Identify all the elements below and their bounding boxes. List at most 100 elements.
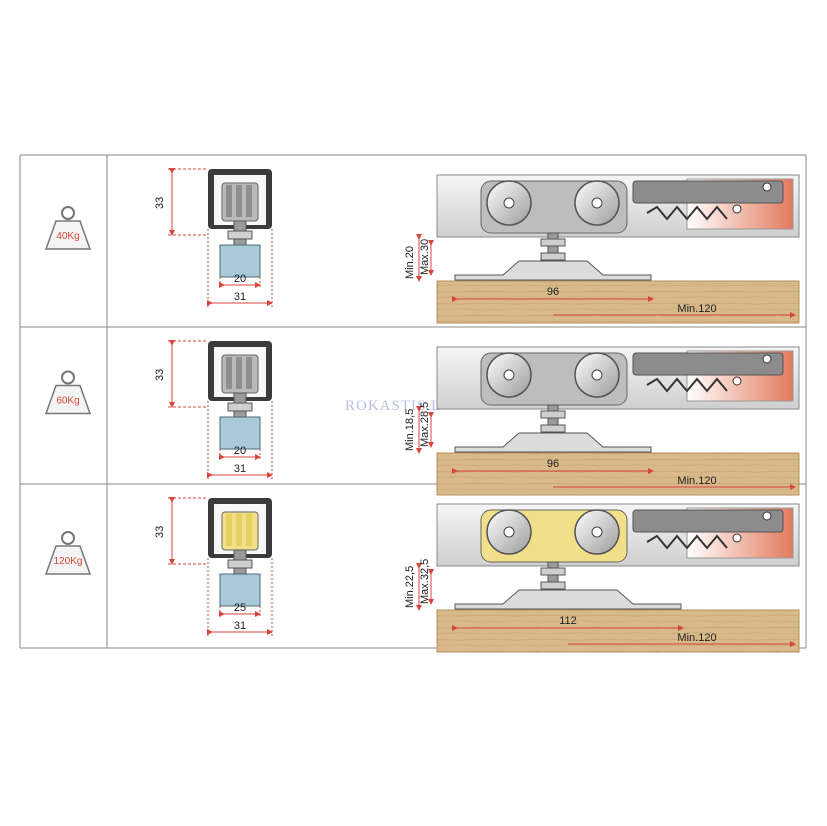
weight-ring [61, 370, 75, 385]
damper-pin [732, 376, 742, 386]
weight-icon: 40Kg [44, 206, 92, 250]
width-dimension [207, 229, 273, 307]
damper-pin [762, 182, 772, 192]
height-dimension [168, 497, 208, 565]
width-dimension [207, 401, 273, 479]
weight-label: 40Kg [56, 231, 79, 242]
max-gap-label: Max.30 [419, 239, 431, 275]
height-dimension [168, 168, 208, 236]
length-dimension [452, 625, 796, 647]
damper-pin [762, 511, 772, 521]
weight-icon: 120Kg [44, 531, 92, 575]
gap-dimension [416, 563, 434, 611]
bolt-nut [540, 424, 566, 433]
door-panel [436, 452, 800, 496]
door-panel [436, 280, 800, 324]
weight-icon: 60Kg [44, 370, 92, 415]
plate-length-label: 112 [559, 615, 577, 627]
wheel-hub [591, 369, 603, 381]
carriage-slot [226, 185, 232, 217]
weight-body [44, 384, 92, 415]
carriage-slot [246, 185, 252, 217]
wheel-hub [503, 369, 515, 381]
mount-block [219, 244, 261, 278]
nut [227, 559, 253, 569]
table-grid [19, 154, 807, 649]
weight-label: 120Kg [54, 556, 83, 567]
min-gap-label: Min.20 [404, 246, 416, 279]
gap-dimension [416, 234, 434, 282]
inner-width-label: 20 [234, 445, 246, 457]
weight-label: 60Kg [56, 396, 79, 407]
weight-body [44, 545, 92, 575]
carriage-slot [226, 514, 232, 546]
min-length-label: Min.120 [677, 632, 716, 644]
weight-ring [61, 206, 75, 220]
spring-coil [646, 534, 728, 550]
width-dimension [207, 558, 273, 636]
outer-width-label: 31 [234, 620, 246, 632]
section-view: 33 20 31 [154, 168, 273, 307]
plate-length-label: 96 [547, 458, 559, 470]
damper-arm [632, 180, 784, 204]
mounting-plate [454, 260, 652, 281]
section-view: 33 20 31 [154, 340, 273, 479]
section-view: 33 25 31 [154, 497, 273, 636]
nut [227, 402, 253, 412]
mount-block [219, 416, 261, 450]
bolt-nut [540, 238, 566, 247]
mounting-plate [454, 589, 682, 610]
length-dimension [452, 296, 796, 318]
bolt-nut [540, 567, 566, 576]
height-label: 33 [154, 526, 166, 538]
carriage-slot [226, 357, 232, 389]
carriage-slot [236, 185, 242, 217]
watermark: ROKASTIS.LV [345, 398, 452, 414]
damper-pin [762, 354, 772, 364]
damper-arm [632, 509, 784, 533]
spring-coil [646, 377, 728, 393]
weight-ring [61, 531, 75, 545]
carriage-slot [236, 514, 242, 546]
bolt-nut [540, 581, 566, 590]
min-gap-label: Min.18,5 [404, 409, 416, 451]
wheel-hub [503, 197, 515, 209]
damper-pin [732, 204, 742, 214]
weight-body [44, 220, 92, 250]
bolt-nut [540, 410, 566, 419]
max-gap-label: Max.32,5 [419, 559, 431, 604]
gap-dimension [416, 406, 434, 454]
wheel-hub [503, 526, 515, 538]
mounting-plate [454, 432, 652, 453]
damper-arm [632, 352, 784, 376]
mount-block [219, 573, 261, 607]
min-gap-label: Min.22,5 [404, 566, 416, 608]
carriage-slot [246, 514, 252, 546]
inner-width-label: 20 [234, 273, 246, 285]
inner-width-label: 25 [234, 602, 246, 614]
carriage-slot [236, 357, 242, 389]
max-gap-label: Max.28,5 [419, 402, 431, 447]
damper-pin [732, 533, 742, 543]
carriage-slot [246, 357, 252, 389]
height-dimension [168, 340, 208, 408]
outer-width-label: 31 [234, 291, 246, 303]
spring-coil [646, 205, 728, 221]
height-label: 33 [154, 197, 166, 209]
nut [227, 230, 253, 240]
min-length-label: Min.120 [677, 303, 716, 315]
length-dimension [452, 468, 796, 490]
height-label: 33 [154, 369, 166, 381]
door-panel [436, 609, 800, 653]
wheel-hub [591, 197, 603, 209]
outer-width-label: 31 [234, 463, 246, 475]
plate-length-label: 96 [547, 286, 559, 298]
